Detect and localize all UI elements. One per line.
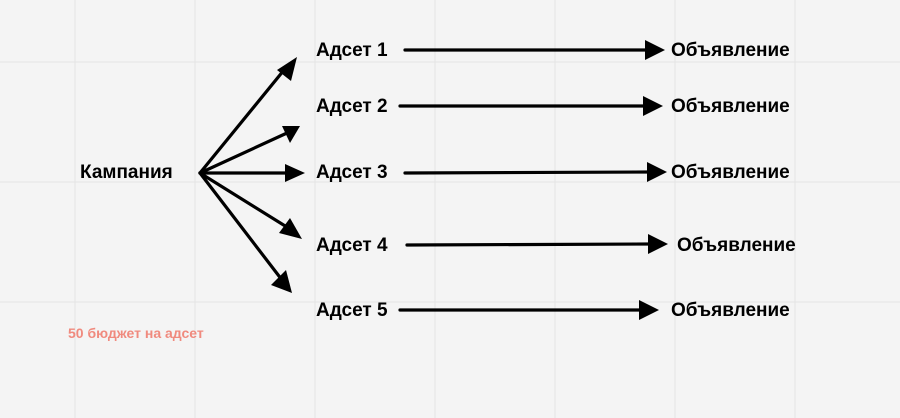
arrow-adset-4-to-ad bbox=[405, 242, 654, 247]
arrowhead-ad-5 bbox=[639, 300, 659, 320]
ad-5-label: Объявление bbox=[671, 300, 790, 321]
ad-1-label: Объявление bbox=[671, 40, 790, 61]
arrowhead-ad-3 bbox=[647, 162, 667, 182]
ad-4-label: Объявление bbox=[677, 235, 796, 256]
adset-5-label: Адсет 5 bbox=[316, 300, 388, 321]
arrowhead-adset-4 bbox=[279, 218, 302, 239]
campaign-label: Кампания bbox=[80, 162, 173, 183]
budget-note: 50 бюджет на адсет bbox=[68, 325, 204, 341]
adset-4-label: Адсет 4 bbox=[316, 235, 388, 256]
ad-2-label: Объявление bbox=[671, 96, 790, 117]
arrowhead-adset-1 bbox=[277, 57, 297, 81]
adset-1-label: Адсет 1 bbox=[316, 40, 388, 61]
arrowhead-adset-3 bbox=[285, 164, 305, 182]
adset-3-label: Адсет 3 bbox=[316, 162, 388, 183]
arrow-adset-3-to-ad bbox=[403, 170, 652, 175]
arrow-campaign-to-adset-4 bbox=[198, 171, 292, 231]
arrowhead-ad-4 bbox=[648, 234, 668, 254]
arrowhead-adset-5 bbox=[271, 270, 292, 293]
arrow-campaign-to-adset-1 bbox=[198, 68, 286, 175]
arrowhead-ad-1 bbox=[645, 40, 665, 60]
arrowhead-ad-2 bbox=[643, 96, 663, 116]
arrow-campaign-to-adset-5 bbox=[198, 171, 284, 282]
adset-2-label: Адсет 2 bbox=[316, 96, 388, 117]
arrow-campaign-to-adset-2 bbox=[198, 131, 289, 175]
ad-3-label: Объявление bbox=[671, 162, 790, 183]
arrowhead-adset-2 bbox=[282, 126, 300, 143]
